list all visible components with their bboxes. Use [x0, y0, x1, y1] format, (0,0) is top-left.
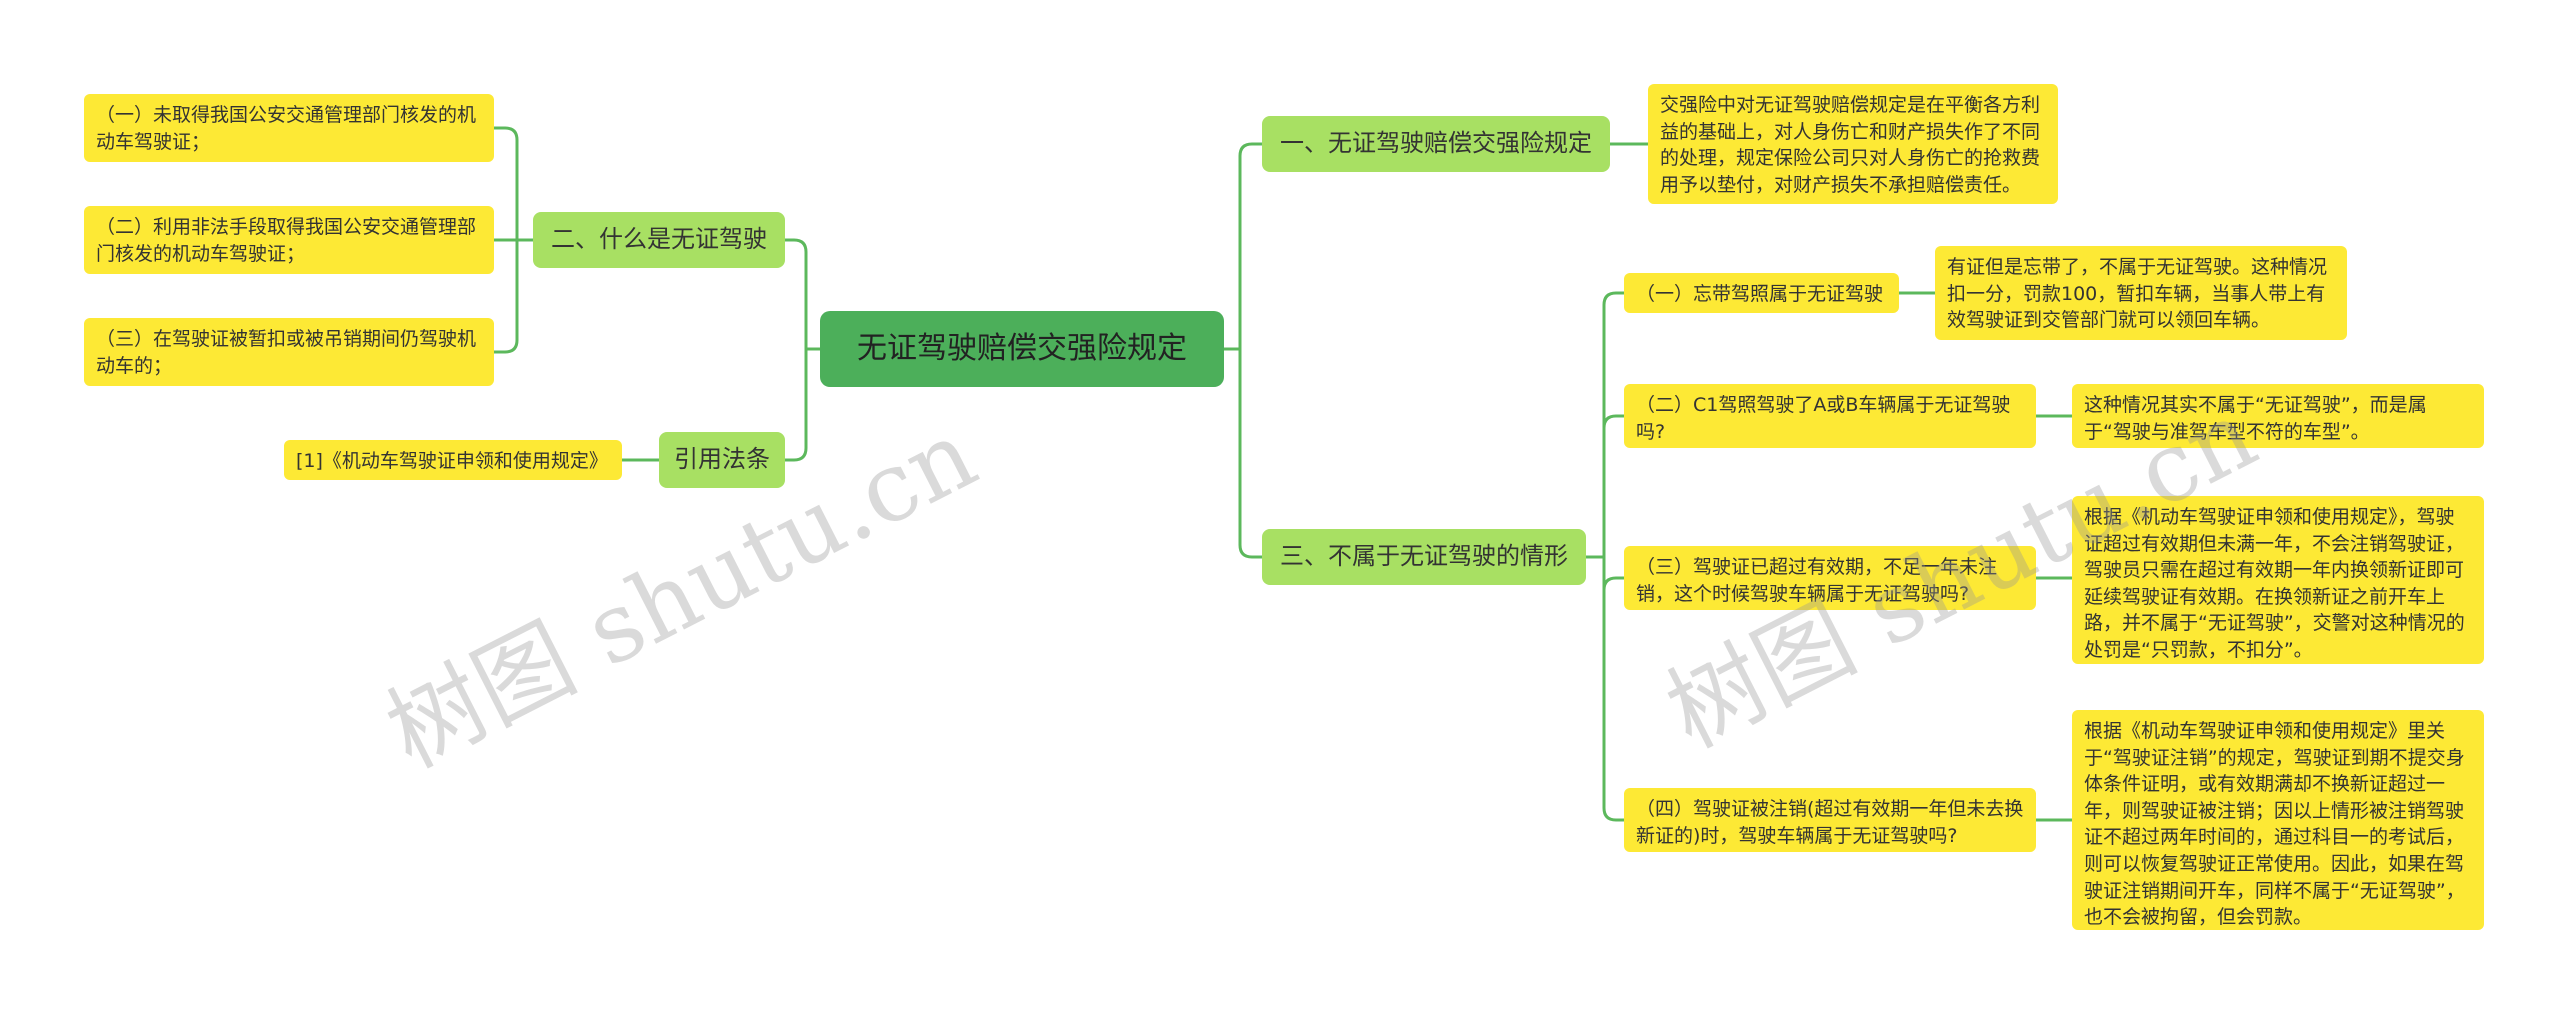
- link-root-compensation: [1224, 142, 1262, 351]
- case-3-answer[interactable]: 根据《机动车驾驶证申领和使用规定》，驾驶证超过有效期但未满一年，不会注销驾驶证，…: [2072, 496, 2484, 664]
- branch-compensation[interactable]: 一、无证驾驶赔偿交强险规定: [1262, 116, 1610, 172]
- link-nu-case2: [1586, 414, 1624, 559]
- root-topic[interactable]: 无证驾驶赔偿交强险规定: [820, 311, 1224, 387]
- case-2-answer[interactable]: 这种情况其实不属于“无证驾驶”，而是属于“驾驶与准驾车型不符的车型”。: [2072, 384, 2484, 448]
- branch-citation[interactable]: 引用法条: [659, 432, 785, 488]
- case-3-question[interactable]: （三）驾驶证已超过有效期，不足一年未注销，这个时候驾驶车辆属于无证驾驶吗?: [1624, 546, 2036, 610]
- link-def-item1: [494, 126, 533, 242]
- branch-definition[interactable]: 二、什么是无证驾驶: [533, 212, 785, 268]
- definition-item-1[interactable]: （一）未取得我国公安交通管理部门核发的机动车驾驶证；: [84, 94, 494, 162]
- link-def-item3: [494, 238, 533, 354]
- link-root-citation: [785, 347, 820, 462]
- definition-item-3[interactable]: （三）在驾驶证被暂扣或被吊销期间仍驾驶机动车的；: [84, 318, 494, 386]
- branch-not-unlicensed[interactable]: 三、不属于无证驾驶的情形: [1262, 529, 1586, 585]
- case-1-answer[interactable]: 有证但是忘带了，不属于无证驾驶。这种情况扣一分，罚款100，暂扣车辆，当事人带上…: [1935, 246, 2347, 340]
- link-root-definition: [785, 238, 820, 351]
- case-4-answer[interactable]: 根据《机动车驾驶证申领和使用规定》里关于“驾驶证注销”的规定，驾驶证到期不提交身…: [2072, 710, 2484, 930]
- compensation-detail[interactable]: 交强险中对无证驾驶赔偿规定是在平衡各方利益的基础上，对人身伤亡和财产损失作了不同…: [1648, 84, 2058, 204]
- definition-item-2[interactable]: （二）利用非法手段取得我国公安交通管理部门核发的机动车驾驶证；: [84, 206, 494, 274]
- link-root-not-unlicensed: [1224, 347, 1262, 559]
- case-1-question[interactable]: （一）忘带驾照属于无证驾驶: [1624, 273, 1899, 313]
- link-nu-case4: [1586, 555, 1624, 822]
- case-4-question[interactable]: （四）驾驶证被注销(超过有效期一年但未去换新证的)时，驾驶车辆属于无证驾驶吗?: [1624, 788, 2036, 852]
- citation-item-1[interactable]: [1]《机动车驾驶证申领和使用规定》: [284, 440, 622, 480]
- link-nu-case1: [1586, 291, 1624, 559]
- case-2-question[interactable]: （二）C1驾照驾驶了A或B车辆属于无证驾驶吗?: [1624, 384, 2036, 448]
